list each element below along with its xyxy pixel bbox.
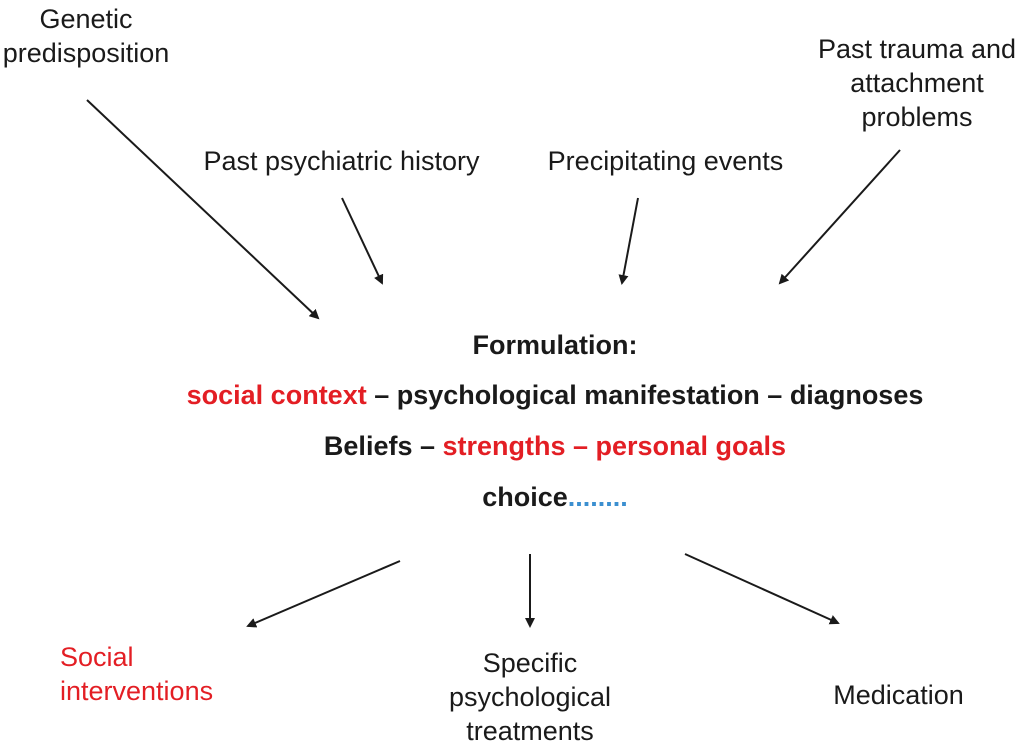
arrow-social [246,560,401,628]
arrow-genetic [86,99,320,320]
label-past-trauma: Past trauma and attachment problems [817,34,1017,132]
arrow-trauma [778,149,901,285]
label-medication: Medication [833,680,964,710]
arrow-precipitating [618,197,639,285]
label-specific-psychological-treatments: Specific psychological treatments [448,648,612,746]
label-genetic-predisposition: Genetic predisposition [2,4,170,68]
formulation-line-1: social context – psychological manifesta… [186,380,924,410]
formulation-line-3: choice........ [482,482,628,512]
arrow-medication [684,553,840,625]
formulation-line-2: Beliefs – strengths – personal goals [323,431,787,461]
arrow-psychiatric [341,197,384,285]
label-past-psychiatric-history: Past psychiatric history [203,146,480,176]
label-social-interventions: Social interventions [60,642,214,706]
label-precipitating-events: Precipitating events [547,146,784,176]
formulation-title: Formulation: [472,330,638,360]
